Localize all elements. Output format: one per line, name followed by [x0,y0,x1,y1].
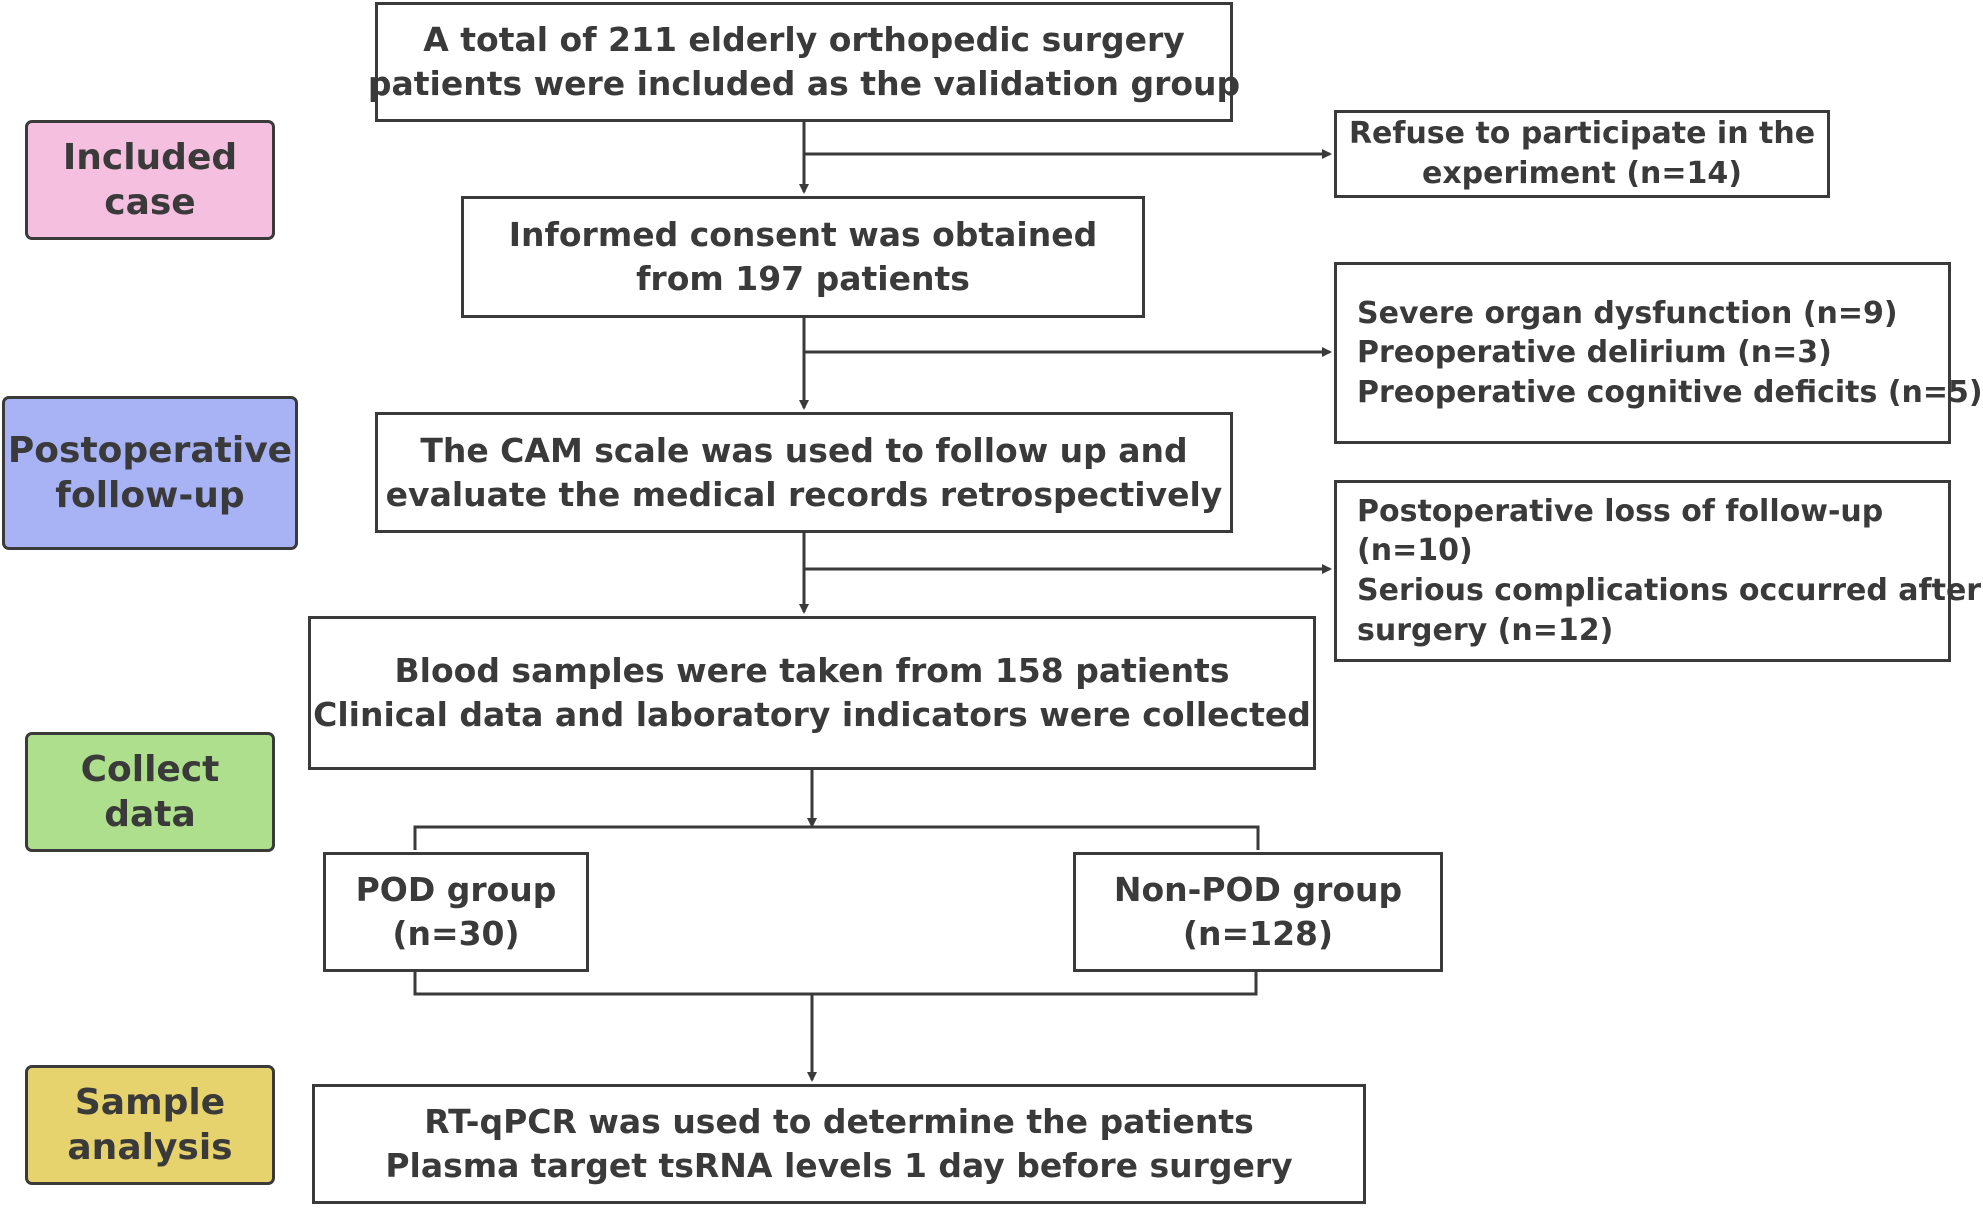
exclusion-text-line: Preoperative cognitive deficits (n=5) [1357,374,1983,410]
exclusion-text-line: (n=10) [1357,533,1473,569]
exclusion-text-line: experiment (n=14) [1421,156,1742,191]
exclusion-text-line: Serious complications occurred after [1357,573,1982,608]
stage-label-line: case [104,182,196,223]
stage-label-line: Collect [80,749,220,790]
step-text-line: A total of 211 elderly orthopedic surger… [423,20,1185,60]
exclusion-text-line: Postoperative loss of follow-up [1357,493,1884,529]
stage-label-line: data [104,794,196,835]
exclusion-refused: Refuse to participate in the experiment … [1334,110,1830,198]
stage-label-sample-analysis: Sample analysis [25,1065,275,1185]
step-text-line: The CAM scale was used to follow up and [420,430,1188,470]
stage-label-line: analysis [67,1127,233,1168]
exclusion-text-line: Refuse to participate in the [1348,116,1816,152]
split-bracket [413,825,1260,850]
step-cam-follow-up: The CAM scale was used to follow up and … [375,412,1233,533]
stage-label-collect-data: Collect data [25,732,275,852]
step-total-patients: A total of 211 elderly orthopedic surger… [368,2,1240,122]
exclusion-text-line: Severe organ dysfunction (n=9) [1357,295,1898,331]
stage-label-line: Included [62,137,238,178]
stage-label-line: follow-up [55,475,245,516]
step-text-line: patients were included as the validation… [367,64,1241,103]
group-text-line: POD group [355,870,557,910]
step-blood-samples: Blood samples were taken from 158 patien… [308,616,1316,770]
merge-bracket [413,972,1258,996]
step-text-line: RT-qPCR was used to determine the patien… [424,1102,1254,1142]
step-informed-consent: Informed consent was obtained from 197 p… [461,196,1145,318]
stage-label-postoperative-follow-up: Postoperative follow-up [2,396,298,550]
step-text-line: Plasma target tsRNA levels 1 day before … [385,1146,1293,1185]
exclusion-text-line: Preoperative delirium (n=3) [1357,335,1832,371]
group-text-line: (n=128) [1182,914,1334,953]
step-text-line: Blood samples were taken from 158 patien… [394,651,1230,691]
exclusion-preoperative: Severe organ dysfunction (n=9) Preoperat… [1334,262,1983,444]
step-rt-qpcr: RT-qPCR was used to determine the patien… [312,1084,1366,1204]
group-pod: POD group (n=30) [323,852,589,972]
step-text-line: evaluate the medical records retrospecti… [385,474,1223,514]
group-non-pod: Non-POD group (n=128) [1073,852,1443,972]
step-text-line: Clinical data and laboratory indicators … [313,695,1311,734]
group-text-line: Non-POD group [1113,870,1403,910]
stage-label-included-case: Included case [25,120,275,240]
step-text-line: Informed consent was obtained [508,215,1098,255]
stage-label-line: Sample [74,1082,226,1123]
stage-label-line: Postoperative [7,430,293,471]
step-text-line: from 197 patients [636,259,970,298]
exclusion-postoperative: Postoperative loss of follow-up (n=10) S… [1334,480,1981,662]
exclusion-text-line: surgery (n=12) [1357,612,1614,648]
group-text-line: (n=30) [392,914,520,953]
